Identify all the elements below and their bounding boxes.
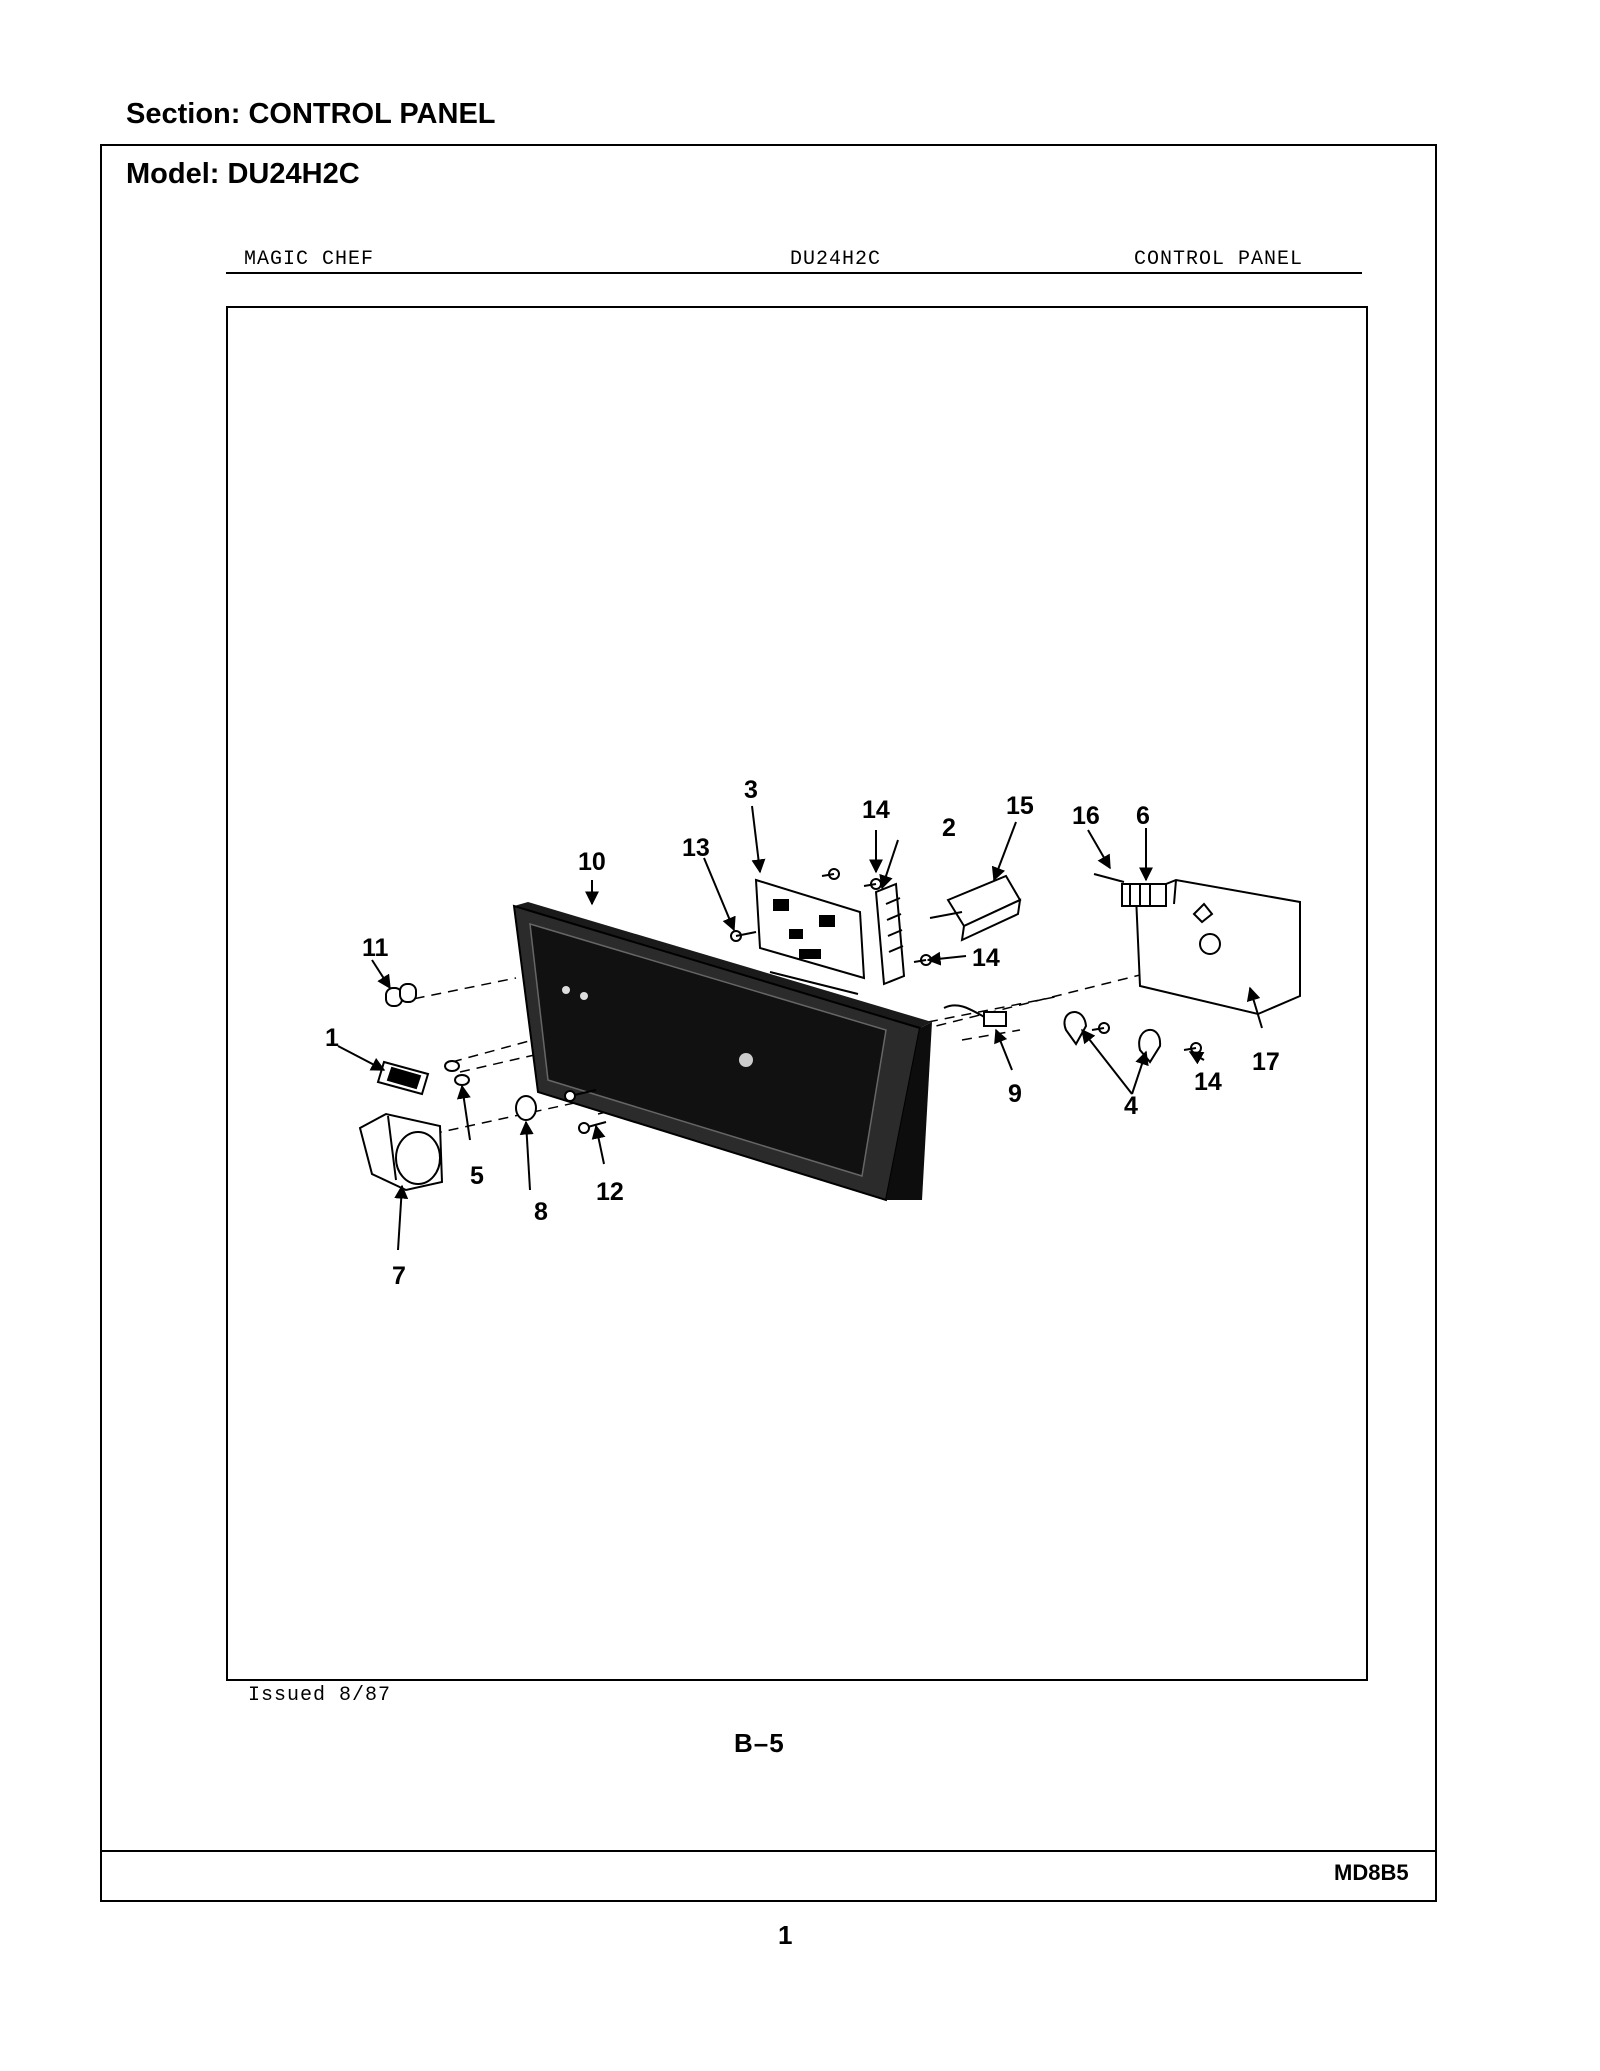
callout-9: 9 [1008, 1080, 1022, 1108]
model-heading: Model: DU24H2C [126, 158, 360, 190]
leader-arrows [337, 805, 1263, 1251]
document-code: MD8B5 [1334, 1860, 1409, 1885]
callout-7: 7 [392, 1262, 406, 1290]
issued-date: Issued 8/87 [248, 1684, 392, 1707]
control-panel-part [512, 902, 932, 1202]
footer-divider [100, 1850, 1437, 1852]
callout-16: 16 [1072, 802, 1100, 830]
callout-12: 12 [596, 1178, 624, 1206]
callout-5: 5 [470, 1162, 484, 1190]
header-brand: MAGIC CHEF [244, 248, 375, 271]
page-number: 1 [778, 1920, 793, 1950]
callout-14c: 14 [1194, 1068, 1222, 1096]
callout-11: 11 [362, 934, 389, 962]
callout-labels: 1 2 3 4 5 6 7 8 9 10 11 12 13 14 14 14 1… [325, 776, 1280, 1290]
header-section: CONTROL PANEL [1134, 248, 1304, 271]
bracket-part [754, 878, 866, 995]
page-code: B–5 [734, 1728, 785, 1758]
section-heading: Section: CONTROL PANEL [126, 98, 496, 130]
page-frame [100, 144, 1437, 1902]
header-model: DU24H2C [790, 248, 882, 271]
callout-14b: 14 [972, 944, 1000, 972]
callout-3: 3 [744, 776, 758, 804]
callout-6: 6 [1136, 802, 1150, 830]
callout-10: 10 [578, 848, 606, 876]
callout-14a: 14 [862, 796, 890, 824]
drawing-frame [226, 306, 1368, 1681]
header-rule [226, 272, 1362, 274]
small-parts [358, 868, 1202, 1192]
switch-part [929, 874, 1022, 942]
callout-8: 8 [534, 1198, 548, 1226]
callout-4: 4 [1124, 1092, 1138, 1120]
circuit-board-part [874, 882, 906, 986]
callout-2: 2 [942, 814, 956, 842]
callout-1: 1 [325, 1024, 339, 1052]
callout-15: 15 [1006, 792, 1034, 820]
callout-17: 17 [1252, 1048, 1280, 1076]
callout-13: 13 [682, 834, 710, 862]
timer-part [1093, 873, 1301, 1016]
